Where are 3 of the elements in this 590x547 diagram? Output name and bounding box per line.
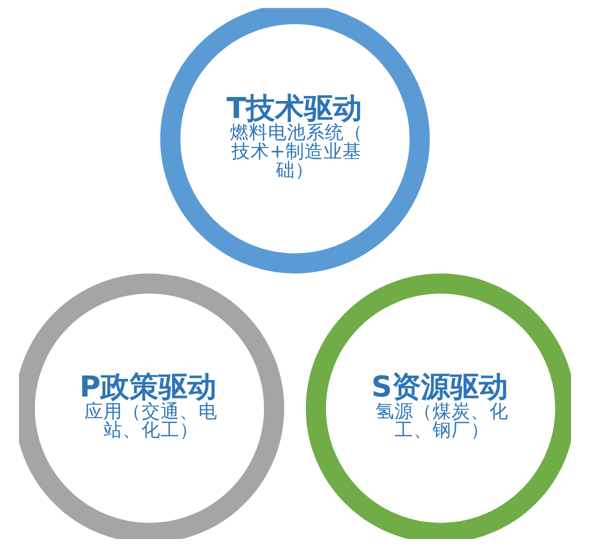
node-circle: S资源驱动 氢源（煤炭、化工、钢厂）	[306, 274, 571, 539]
node-circle: P政策驱动 应用（交通、电站、化工）	[19, 274, 284, 539]
node-circle: T技术驱动 燃料电池系统（技术+制造业基础）	[160, 8, 430, 274]
